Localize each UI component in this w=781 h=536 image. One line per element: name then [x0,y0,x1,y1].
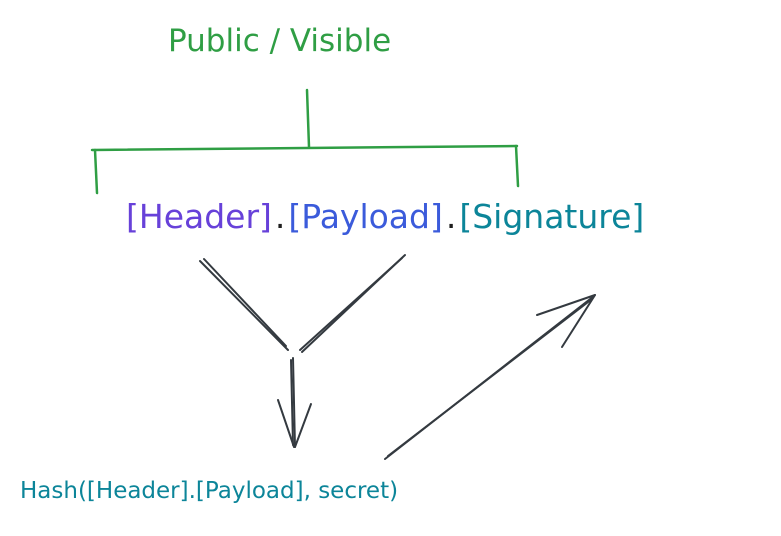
hash-formula-label: Hash([Header].[Payload], secret) [20,478,399,504]
down-arrow-head-right [294,403,312,448]
payload-to-merge-line-sketch [299,257,403,351]
down-arrow-shaft [292,357,296,448]
bracket-bar [90,144,519,152]
public-visible-label: Public / Visible [168,23,392,59]
signature-arrow-head-bottom [561,294,596,348]
down-arrow [277,357,312,448]
header-to-merge-line-sketch [203,258,287,347]
bracket-right-leg [514,144,520,188]
token-payload: [Payload] [288,197,443,236]
header-to-merge-line [199,260,289,351]
token-header: [Header] [126,197,272,236]
signature-arrow [384,294,596,460]
down-arrow-shaft-sketch [290,359,294,446]
token-dot-2: . [445,197,457,236]
signature-arrow-shaft-sketch [387,298,593,457]
bracket-left-leg [93,148,99,195]
public-bracket [90,88,520,195]
merge-lines [199,254,406,353]
jwt-token-structure: [Header].[Payload].[Signature] [126,200,644,233]
down-arrow-head-left [277,399,295,448]
token-dot-1: . [274,197,286,236]
signature-arrow-head-top [536,294,596,316]
bracket-stem [305,88,311,149]
token-signature: [Signature] [459,197,645,236]
